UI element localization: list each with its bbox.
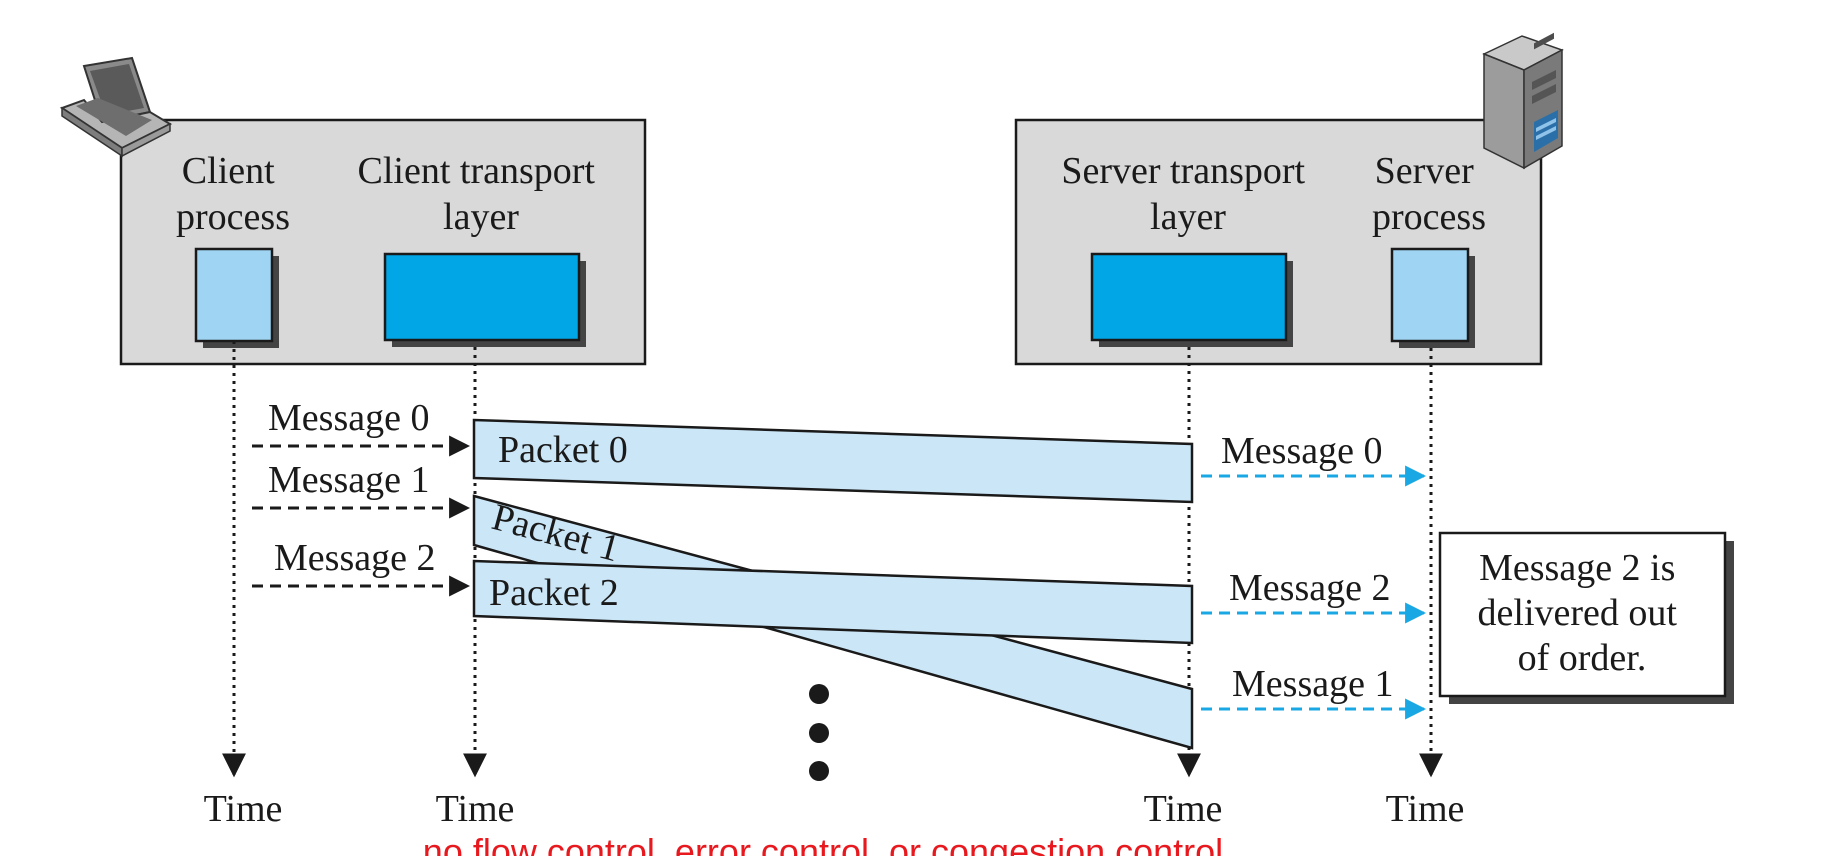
client-host: Client process Client transport layer [119,118,647,366]
server-transport-box [1090,252,1288,342]
out-of-order-note: Message 2 is delivered out of order. [1438,531,1734,704]
sent-message-arrows [252,435,471,597]
server-transport-label: Server transport layer [1061,150,1314,238]
note-box [1438,531,1727,698]
note-text: Message 2 is delivered out of order. [1478,547,1687,679]
timelines [222,341,1443,778]
sent-message-2-label: Message 2 [274,537,435,579]
client-transport-box [383,252,581,342]
time-label-client-process: Time [204,788,283,830]
client-process-box [194,247,274,343]
server-process-box [1390,247,1470,343]
laptop-icon [59,56,173,158]
continuation-dots [809,684,829,781]
caption: no flow control, error control, or conge… [423,831,1223,856]
packet-2-label: Packet 2 [489,572,619,614]
time-label-client-transport: Time [436,788,515,830]
client-transport-label: Client transport layer [358,150,605,238]
packets [472,418,1194,750]
server-host: Server transport layer Server process [1014,118,1543,366]
packet-0-label: Packet 0 [498,429,628,471]
time-label-server-process: Time [1386,788,1465,830]
client-process-label: Client process [176,150,290,238]
server-tower-icon [1482,32,1564,170]
delivered-message-arrows [1201,465,1427,720]
delivered-message-2-label: Message 2 [1229,567,1390,609]
server-process-label: Server process [1372,150,1486,238]
packet-0-band [472,418,1194,504]
packet-2-band [472,559,1194,645]
delivered-message-0-label: Message 0 [1221,430,1382,472]
sent-message-1-label: Message 1 [268,459,429,501]
time-label-server-transport: Time [1144,788,1223,830]
sent-message-0-label: Message 0 [268,397,429,439]
delivered-message-1-label: Message 1 [1232,663,1393,705]
